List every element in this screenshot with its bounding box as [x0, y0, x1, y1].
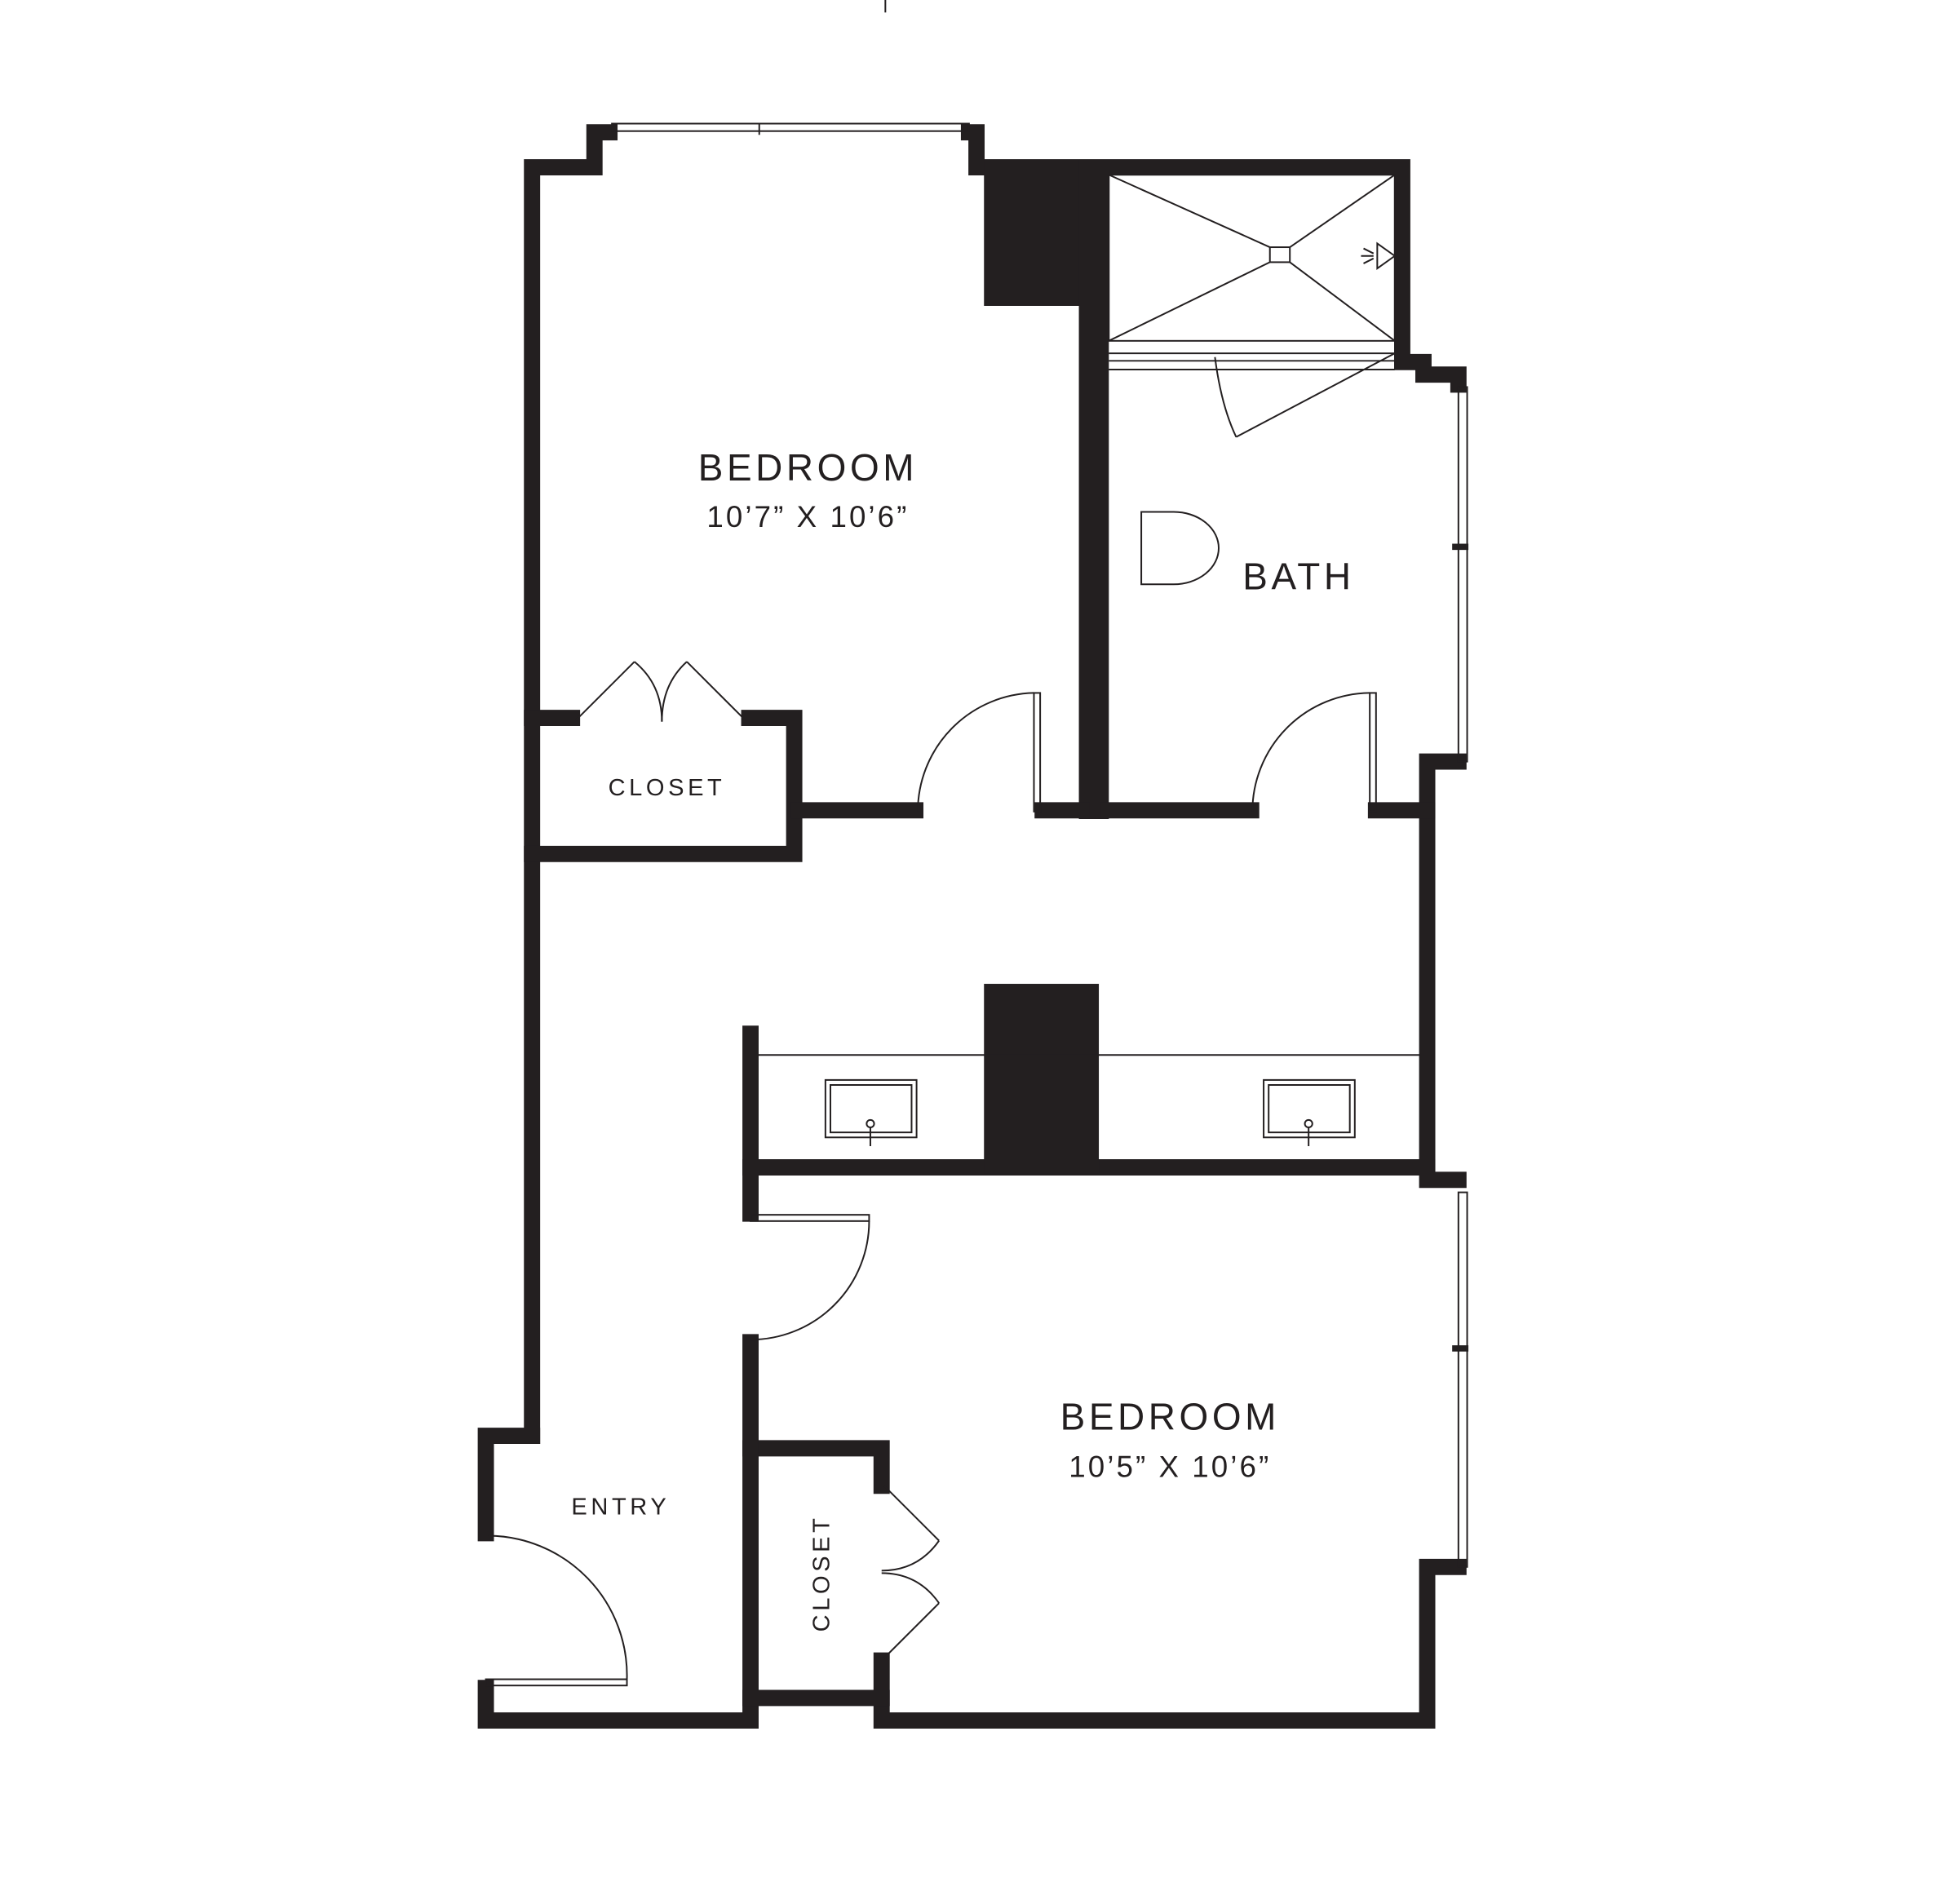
wall-right-bottom: [873, 1558, 1467, 1729]
closet2-label: CLOSET: [808, 1515, 835, 1632]
bedroom1-label: BEDROOM: [698, 446, 918, 489]
fixtures: [485, 122, 1469, 1687]
wall-closet1-b: [524, 710, 803, 862]
shower-door: [1235, 352, 1396, 438]
labels: BEDROOM 10’7” X 10’6” BATH CLOSET BEDROO…: [571, 446, 1354, 1632]
wall-left-top: [524, 124, 618, 1445]
wall-entry-bottom: [477, 1334, 759, 1729]
bedroom2-dims: 10’5” X 10’6”: [1069, 1450, 1271, 1484]
bath-door[interactable]: [1251, 692, 1377, 813]
walls: [477, 0, 1467, 1729]
entry-label: ENTRY: [571, 1494, 670, 1520]
bath-label: BATH: [1242, 555, 1354, 597]
closet1-doors: [575, 661, 746, 722]
window-top: [611, 122, 970, 132]
column: [984, 159, 1094, 306]
closet2-doors: [881, 1485, 940, 1659]
wall-closet2-top: [742, 1440, 890, 1494]
wall-entry-left: [477, 1428, 541, 1542]
entry-door[interactable]: [485, 1534, 628, 1687]
shower-head-icon: [1376, 241, 1397, 270]
bedroom1-dims: 10’7” X 10’6”: [706, 500, 909, 534]
toilet-icon: [1140, 511, 1220, 586]
window-bath: [1457, 386, 1468, 763]
drain-icon: [1268, 246, 1291, 263]
bedroom2-door[interactable]: [750, 1214, 870, 1341]
bedroom1-door[interactable]: [917, 692, 1042, 813]
wall-top: [960, 124, 1467, 393]
wall-bedroom-bath: [1078, 159, 1109, 820]
vanity: [758, 1054, 1420, 1146]
shower: [1108, 174, 1397, 438]
wall-right-mid: [1419, 753, 1467, 1189]
window-bedroom2: [1457, 1191, 1468, 1568]
bedroom2-label: BEDROOM: [1060, 1395, 1280, 1437]
closet1-label: CLOSET: [609, 775, 726, 801]
column-vanity: [984, 984, 1100, 1174]
